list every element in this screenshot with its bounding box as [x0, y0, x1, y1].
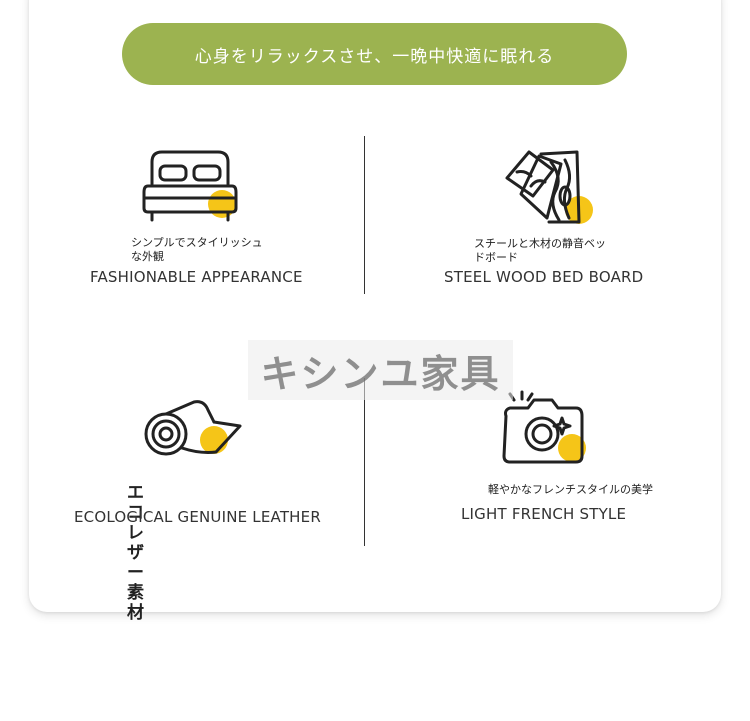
- headline-banner: 心身をリラックスさせ、一晩中快適に眠れる: [122, 23, 627, 85]
- vertical-divider-bottom: [364, 378, 365, 546]
- leather-roll-icon: [144, 400, 242, 456]
- feature-jp-label: シンプルでスタイリッシュな外観: [131, 236, 263, 263]
- bed-icon: [142, 150, 238, 222]
- feature-jp-label: エコレザー素材: [127, 483, 144, 623]
- watermark: キシンユ家具: [248, 340, 513, 400]
- feature-jp-label: スチールと木材の静音ベッドボード: [474, 237, 606, 264]
- wood-plank-icon: [505, 150, 593, 224]
- feature-en-label: STEEL WOOD BED BOARD: [444, 268, 644, 286]
- camera-icon: [502, 390, 586, 464]
- feature-en-label: ECOLOGICAL GENUINE LEATHER: [74, 508, 321, 526]
- vertical-divider-top: [364, 136, 365, 294]
- feature-jp-label: 軽やかなフレンチスタイルの美学: [488, 483, 653, 496]
- feature-en-label: LIGHT FRENCH STYLE: [461, 505, 627, 523]
- feature-card: [29, 0, 721, 612]
- feature-en-label: FASHIONABLE APPEARANCE: [90, 268, 303, 286]
